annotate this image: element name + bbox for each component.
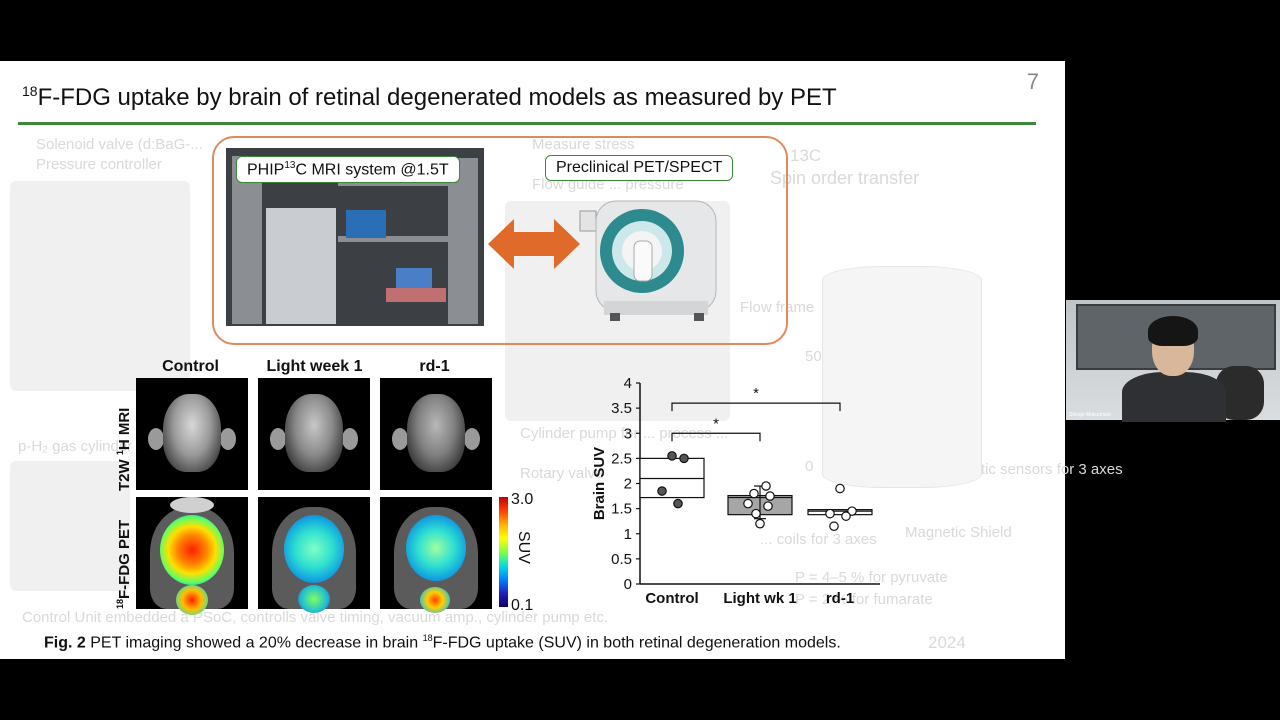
x-tick-label: Control	[645, 590, 698, 607]
colorbar-min-label: 0.1	[511, 597, 534, 614]
y-tick-label: 1	[624, 526, 632, 543]
ghost-text: P = 2 % for fumarate	[795, 591, 933, 608]
data-point	[657, 486, 667, 496]
ghost-text: Measure stress	[532, 136, 635, 153]
column-label-control: Control	[162, 358, 219, 375]
y-tick-label: 3	[624, 425, 632, 442]
webcam-video: Shingo Matsumoto	[1066, 300, 1280, 422]
column-label-rd-1: rd-1	[419, 358, 450, 375]
mri-system-label: PHIP13C MRI system @1.5T	[236, 156, 460, 184]
ghost-text: P = 4–5 % for pyruvate	[795, 569, 948, 586]
y-tick-label: 0.5	[611, 551, 632, 568]
ghost-text: p-H₂ gas cylinder	[18, 438, 133, 455]
mri-image-light-week-1	[258, 378, 370, 490]
ghost-text: Cylinder pump for ... process ...	[520, 425, 729, 442]
page-number: 7	[1026, 69, 1039, 94]
data-point	[835, 483, 845, 494]
pet-image-rd-1	[380, 497, 492, 613]
ghost-text: Magnetic Shield	[905, 524, 1012, 541]
y-tick-label: 2	[624, 476, 632, 493]
y-tick-label: 0	[624, 576, 632, 593]
mri-image-rd-1	[380, 378, 492, 490]
ghost-text: 13C	[790, 146, 822, 165]
data-point	[667, 451, 677, 461]
y-tick-label: 1.5	[611, 501, 632, 518]
ghost-text: Control Unit embedded a PSoC, controlls …	[22, 609, 609, 626]
significance-label: *	[753, 385, 759, 402]
data-point	[755, 518, 765, 529]
ghost-text: 2024	[928, 633, 966, 652]
y-tick-label: 4	[624, 375, 632, 392]
webcam-name-tag: Shingo Matsumoto	[1069, 412, 1111, 418]
ghost-text: 50	[805, 348, 822, 365]
ghost-text: ... coils for 3 axes	[760, 531, 877, 548]
x-tick-label: rd-1	[826, 590, 854, 607]
figure-caption: Fig. 2 PET imaging showed a 20% decrease…	[44, 633, 841, 652]
ghost-photo-left	[10, 181, 190, 391]
data-point	[765, 491, 775, 501]
suv-colorbar	[499, 497, 508, 607]
colorbar-max-label: 3.0	[511, 491, 534, 508]
mri-image-control	[136, 378, 248, 490]
double-arrow-icon	[488, 219, 580, 269]
data-point	[743, 498, 753, 509]
title-rule	[18, 122, 1036, 125]
ghost-photo-left-bottom	[10, 461, 130, 591]
pet-image-control	[136, 497, 248, 615]
data-point	[841, 511, 851, 521]
slide: Solenoid valve (d:BaG-... Pressure contr…	[0, 61, 1123, 659]
data-point	[761, 481, 771, 491]
significance-label: *	[713, 415, 719, 432]
significance-bracket	[671, 432, 761, 442]
ghost-cylinder	[822, 266, 982, 488]
ghost-text: 0	[805, 458, 814, 475]
data-point	[829, 521, 839, 532]
ghost-text: Rotary valve	[520, 465, 604, 482]
box	[807, 509, 873, 516]
data-point	[847, 506, 857, 516]
data-point	[825, 508, 835, 519]
pet-spect-label: Preclinical PET/SPECT	[545, 155, 734, 181]
ghost-text: Spin order transfer	[770, 168, 920, 188]
y-axis-label: Brain SUV	[591, 447, 608, 520]
data-point	[751, 508, 761, 519]
data-point	[673, 498, 683, 509]
y-tick-label: 2.5	[611, 450, 632, 467]
colorbar-title: SUV	[515, 531, 532, 564]
data-point	[749, 488, 759, 499]
row-label-mri: T2W 1H MRI	[115, 407, 133, 491]
ghost-text: Pressure controller	[36, 156, 162, 173]
significance-bracket	[671, 402, 841, 412]
slide-title: 18F-FDG uptake by brain of retinal degen…	[22, 83, 837, 111]
pet-scanner-image	[579, 200, 717, 321]
data-point	[679, 453, 689, 464]
column-label-light-week-1: Light week 1	[266, 358, 363, 375]
x-tick-label: Light wk 1	[723, 590, 796, 607]
ghost-text: Flow frame	[740, 299, 815, 316]
ghost-text: Solenoid valve (d:BaG-...	[36, 136, 203, 153]
instrument-frame	[212, 136, 788, 345]
data-point	[763, 501, 773, 511]
y-tick-label: 3.5	[611, 400, 632, 417]
pet-image-light-week-1	[258, 497, 370, 613]
row-label-pet: 18F-FDG PET	[115, 519, 133, 609]
